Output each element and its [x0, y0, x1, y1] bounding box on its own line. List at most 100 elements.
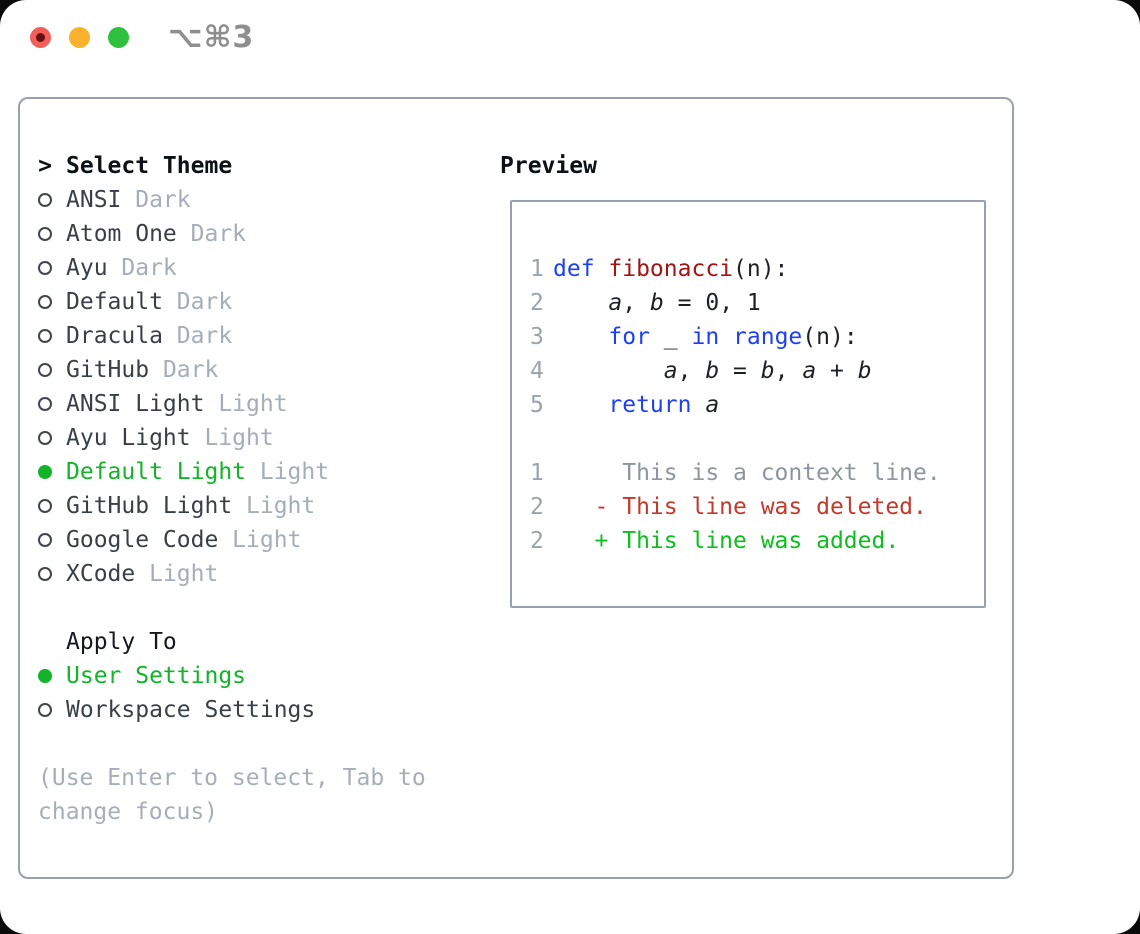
close-dot-icon [36, 33, 45, 42]
code-token: return [608, 392, 692, 418]
theme-option-tag: Light [135, 561, 219, 587]
minimize-button[interactable] [69, 27, 90, 48]
code-token: = 0, 1 [663, 290, 761, 316]
radio-cell [38, 261, 52, 275]
theme-option-tag: Dark [121, 187, 191, 213]
apply-option-user-settings[interactable]: User Settings [38, 659, 488, 693]
radio-selected-icon [38, 465, 52, 479]
help-text-line-2: change focus) [38, 795, 488, 829]
theme-option-name: Default Light [66, 459, 247, 485]
radio-cell [38, 431, 52, 445]
theme-option-ansi-light[interactable]: ANSI Light Light [38, 387, 488, 421]
radio-unselected-icon [38, 261, 52, 275]
code-token: a [608, 290, 623, 316]
radio-cell [38, 295, 52, 309]
preview-code-line-4: 4 a, b = b, a + b [530, 354, 984, 388]
theme-option-tag: Dark [107, 255, 177, 281]
line-number: 3 [530, 324, 544, 350]
radio-unselected-icon [38, 329, 52, 343]
theme-option-name: Atom One [66, 221, 177, 247]
code-token: , [622, 290, 650, 316]
radio-cell [38, 669, 52, 683]
line-number: 2 [530, 290, 544, 316]
diff-text: - This line was deleted. [553, 494, 927, 520]
radio-unselected-icon [38, 363, 52, 377]
theme-option-name: GitHub [66, 357, 150, 383]
theme-option-github[interactable]: GitHub Dark [38, 353, 488, 387]
theme-option-name: Ayu [66, 255, 108, 281]
apply-to-header-label: Apply To [66, 629, 177, 655]
theme-option-ayu-light[interactable]: Ayu Light Light [38, 421, 488, 455]
apply-option-name: Workspace Settings [66, 697, 316, 723]
theme-option-name: XCode [66, 561, 136, 587]
radio-unselected-icon [38, 193, 52, 207]
code-token: b [760, 358, 775, 384]
theme-option-default-light[interactable]: Default Light Light [38, 455, 488, 489]
apply-option-name: User Settings [66, 663, 247, 689]
radio-unselected-icon [38, 567, 52, 581]
preview-diff-line-3: 2 + This line was added. [530, 524, 984, 558]
preview-heading: Preview [500, 153, 597, 179]
theme-option-atom-one[interactable]: Atom One Dark [38, 217, 488, 251]
theme-option-xcode[interactable]: XCode Light [38, 557, 488, 591]
radio-cell [38, 363, 52, 377]
close-button[interactable] [30, 27, 51, 48]
radio-cell [38, 499, 52, 513]
code-token: (n): [802, 324, 858, 350]
radio-cell [38, 227, 52, 241]
theme-option-default[interactable]: Default Dark [38, 285, 488, 319]
theme-list-header-label: Select Theme [66, 153, 233, 179]
theme-option-github-light[interactable]: GitHub Light Light [38, 489, 488, 523]
theme-option-dracula[interactable]: Dracula Dark [38, 319, 488, 353]
code-token: a [705, 392, 720, 418]
theme-option-tag: Light [204, 391, 288, 417]
theme-option-google-code[interactable]: Google Code Light [38, 523, 488, 557]
code-token [553, 392, 608, 418]
titlebar: ⌥⌘3 [0, 0, 1140, 97]
theme-option-name: Default [66, 289, 163, 315]
code-token: a [663, 358, 678, 384]
theme-option-ayu[interactable]: Ayu Dark [38, 251, 488, 285]
preview-code-line-5: 5 return a [530, 388, 984, 422]
code-token [719, 324, 733, 350]
radio-unselected-icon [38, 431, 52, 445]
window-shortcut-label: ⌥⌘3 [168, 20, 255, 55]
theme-option-tag: Light [232, 493, 316, 519]
radio-selected-icon [38, 669, 52, 683]
theme-option-name: Dracula [66, 323, 163, 349]
radio-unselected-icon [38, 703, 52, 717]
radio-cell [38, 397, 52, 411]
line-number: 2 [530, 494, 544, 520]
preview-code-line-2: 2 a, b = 0, 1 [530, 286, 984, 320]
diff-text: This is a context line. [553, 460, 941, 486]
theme-option-tag: Dark [162, 289, 233, 315]
radio-cell [38, 703, 52, 717]
line-number: 1 [530, 256, 544, 282]
code-token: def [553, 256, 609, 282]
code-token: _ [649, 324, 692, 350]
code-token: = [719, 358, 761, 384]
radio-cell [38, 567, 52, 581]
theme-option-tag: Light [190, 425, 274, 451]
theme-list-header: >Select Theme [38, 149, 488, 183]
zoom-button[interactable] [108, 27, 129, 48]
code-token: b [857, 358, 872, 384]
radio-cell [38, 533, 52, 547]
code-token: fibonacci [608, 256, 734, 282]
preview-code-line-3: 3 for _ in range(n): [530, 320, 984, 354]
radio-cell [38, 329, 52, 343]
theme-option-tag: Dark [176, 221, 247, 247]
preview-diff-line-1: 1 This is a context line. [530, 456, 984, 490]
spacer-row [38, 591, 488, 625]
help-text: (Use Enter to select, Tab to [38, 765, 426, 791]
help-text-line-1: (Use Enter to select, Tab to [38, 761, 488, 795]
apply-option-workspace-settings[interactable]: Workspace Settings [38, 693, 488, 727]
theme-option-ansi[interactable]: ANSI Dark [38, 183, 488, 217]
apply-to-header: Apply To [38, 625, 488, 659]
theme-option-tag: Dark [162, 323, 233, 349]
code-token: range [733, 324, 803, 350]
line-number: 4 [530, 358, 544, 384]
radio-unselected-icon [38, 533, 52, 547]
